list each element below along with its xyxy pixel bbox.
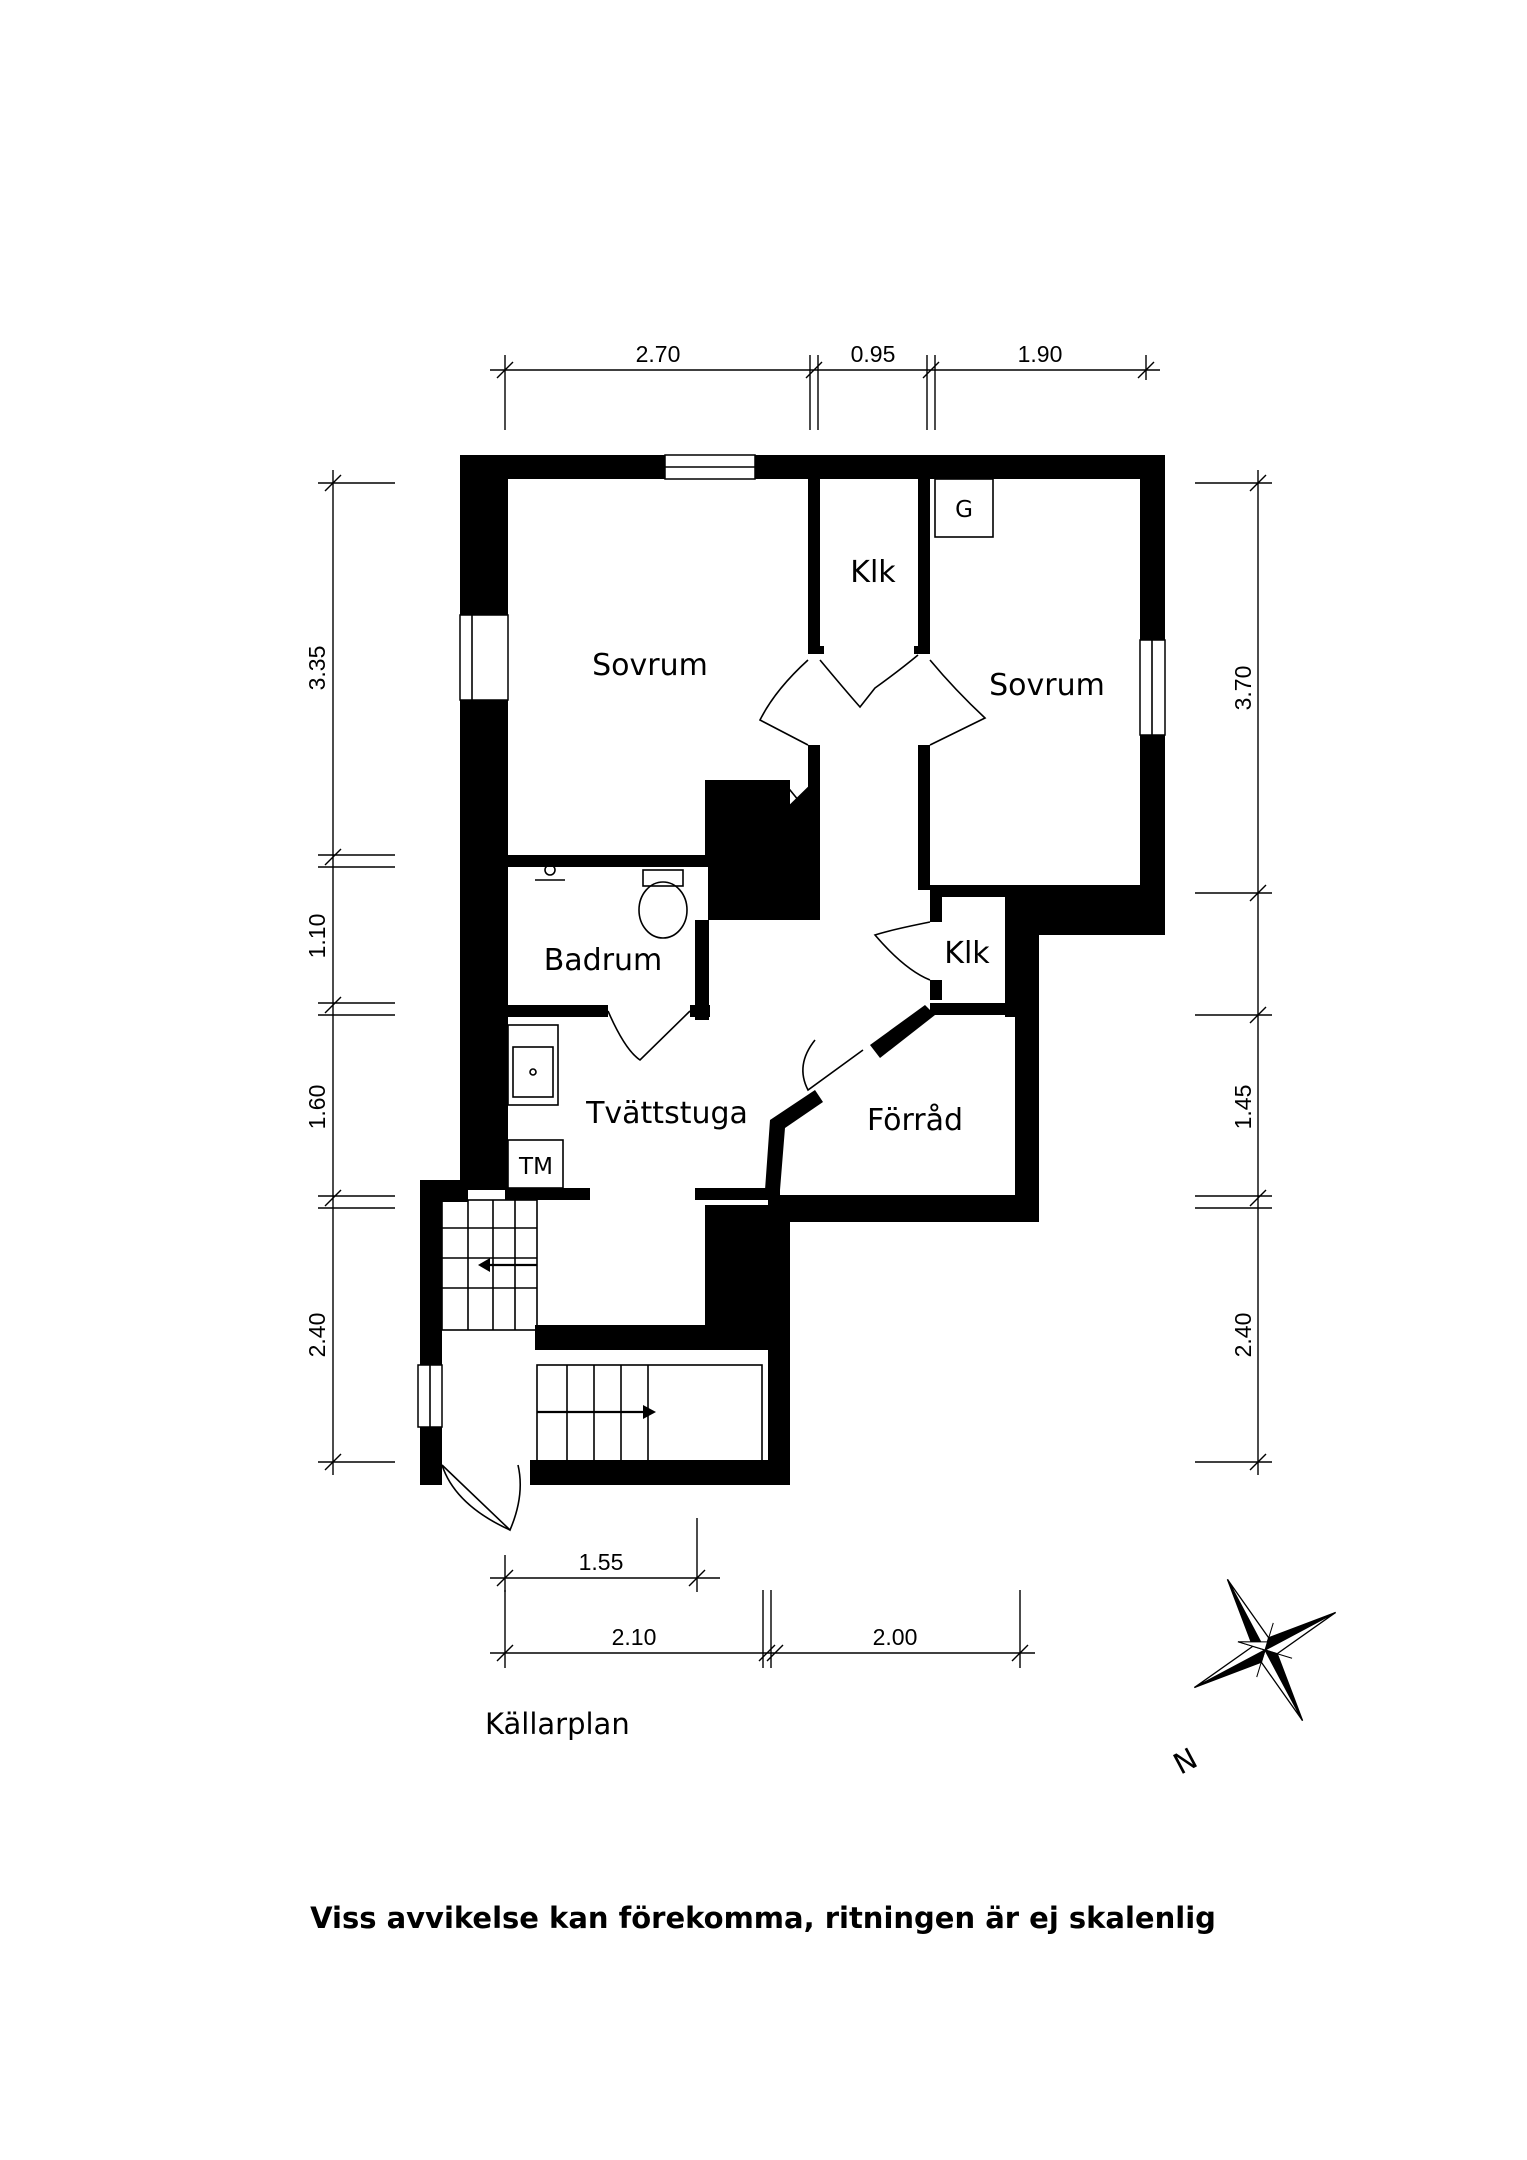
compass-north-label: N	[1168, 1741, 1203, 1781]
dim-left-2: 1.10	[304, 914, 330, 959]
dim-top-2: 0.95	[851, 341, 896, 367]
room-bedroom-left: Sovrum	[592, 648, 708, 683]
room-closet-mid: Klk	[944, 936, 990, 971]
label-g: G	[955, 497, 973, 523]
dimension-labels: 2.70 0.95 1.90 3.35 1.10 1.60 2.40 3.70 …	[304, 341, 1256, 1650]
compass-rose-icon	[1193, 1578, 1337, 1722]
walls	[420, 455, 1165, 1485]
dimension-lines	[318, 355, 1272, 1668]
stairs	[441, 1199, 763, 1463]
doors	[441, 654, 987, 1532]
dim-bottom-1: 2.10	[612, 1624, 657, 1650]
dim-left-1: 3.35	[304, 646, 330, 691]
dim-left-4: 2.40	[304, 1313, 330, 1358]
windows	[417, 454, 1166, 1428]
dim-right-3: 2.40	[1230, 1313, 1256, 1358]
room-laundry: Tvättstuga	[585, 1096, 748, 1131]
dim-bottom-2: 2.00	[873, 1624, 918, 1650]
room-labels: Sovrum Klk Sovrum Badrum Klk Tvättstuga …	[518, 497, 1105, 1180]
dim-right-1: 3.70	[1230, 666, 1256, 711]
room-closet-top: Klk	[850, 555, 896, 590]
room-bedroom-right: Sovrum	[989, 668, 1105, 703]
dim-right-2: 1.45	[1230, 1085, 1256, 1130]
dim-top-3: 1.90	[1018, 341, 1063, 367]
plan-title: Källarplan	[485, 1707, 630, 1741]
dim-top-1: 2.70	[636, 341, 681, 367]
room-bathroom: Badrum	[544, 943, 663, 978]
dim-left-3: 1.60	[304, 1085, 330, 1130]
room-storage: Förråd	[867, 1103, 963, 1138]
label-tm: TM	[518, 1154, 553, 1180]
disclaimer-text: Viss avvikelse kan förekomma, ritningen …	[310, 1901, 1216, 1935]
dim-bottom-stair: 1.55	[579, 1549, 624, 1575]
fixtures	[507, 478, 994, 1189]
